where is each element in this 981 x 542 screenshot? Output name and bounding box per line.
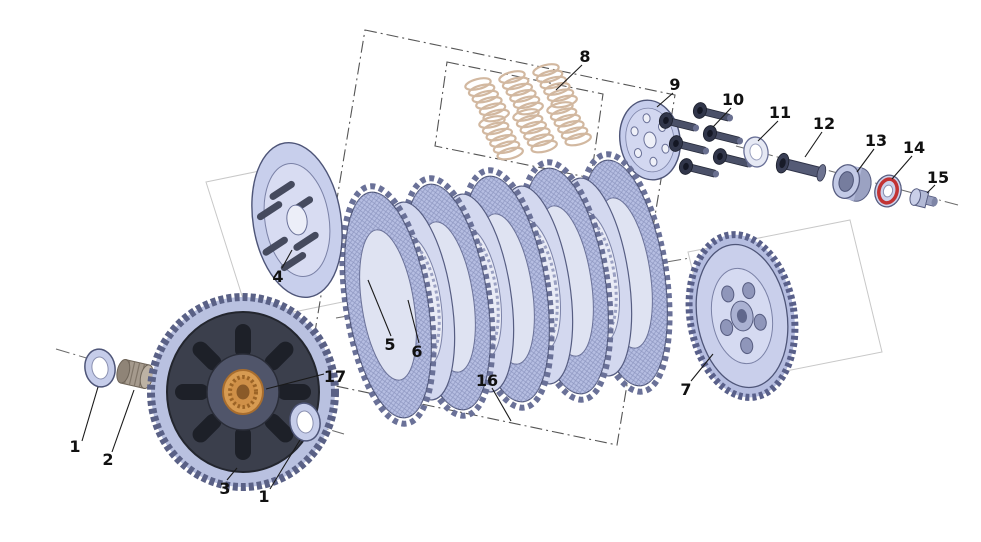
callout-11: 11 (769, 103, 791, 122)
callout-16: 16 (476, 371, 498, 390)
leader-8 (555, 64, 583, 91)
bearing-14 (874, 174, 902, 208)
callout-14: 14 (903, 138, 925, 157)
callout-5: 5 (384, 335, 395, 354)
clutch-springs-8 (463, 58, 594, 166)
nut-15 (909, 188, 938, 209)
leader-4 (281, 249, 293, 269)
leader-3 (226, 467, 238, 481)
leader-1-right (269, 439, 301, 490)
bushing-2 (116, 359, 154, 389)
spacer-13 (832, 164, 872, 202)
pressure-plate-4 (251, 141, 343, 299)
leader-1-left (81, 386, 99, 442)
basket-slots (175, 324, 311, 460)
leader-14 (891, 155, 913, 180)
leader-10 (712, 107, 732, 128)
callout-3: 3 (219, 479, 230, 498)
callout-labels: 1 2 3 1 4 5 6 7 8 9 10 11 12 13 14 15 16… (69, 47, 949, 506)
washer-11 (743, 136, 769, 168)
leader-15 (926, 184, 936, 194)
callout-9: 9 (669, 75, 680, 94)
washer-1-left (81, 346, 119, 390)
callout-13: 13 (865, 131, 887, 150)
plate-stack-16 (328, 148, 685, 430)
leader-13 (856, 148, 875, 173)
callout-2: 2 (102, 450, 113, 469)
leader-2 (111, 389, 135, 453)
leader-9 (656, 92, 674, 108)
bolt (701, 123, 746, 150)
callout-7: 7 (680, 380, 691, 399)
leader-16 (491, 387, 512, 422)
needle-bearing-17 (222, 369, 264, 415)
leader-12 (804, 131, 823, 158)
leader-6 (407, 299, 420, 344)
callout-17: 17 (324, 367, 346, 386)
leader-lines (81, 64, 936, 490)
callout-6: 6 (411, 342, 422, 361)
callout-4: 4 (272, 267, 283, 286)
leader-5 (367, 279, 392, 337)
callout-15: 15 (927, 168, 949, 187)
leader-17 (265, 373, 325, 390)
center-bolt-12 (775, 152, 827, 182)
callout-12: 12 (813, 114, 835, 133)
callout-8: 8 (579, 47, 590, 66)
leader-11 (757, 120, 779, 142)
callout-1-left: 1 (69, 437, 80, 456)
callout-10: 10 (722, 90, 744, 109)
clutch-basket-3 (147, 293, 339, 491)
clutch-hub-7 (685, 231, 799, 401)
callout-1-right: 1 (258, 487, 269, 506)
leader-7 (690, 353, 714, 382)
